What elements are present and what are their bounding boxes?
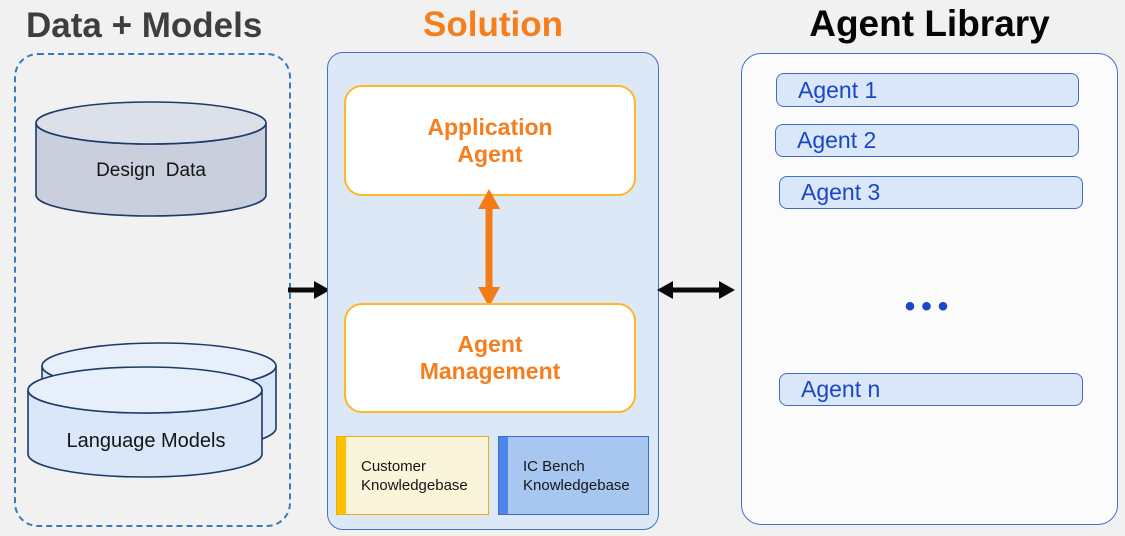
agent-3-item: Agent 3 bbox=[779, 176, 1083, 209]
design-data-label: Design Data bbox=[96, 160, 206, 181]
agent-2-item: Agent 2 bbox=[775, 124, 1079, 157]
customer-knowledgebase-label: Customer Knowledgebase bbox=[361, 457, 468, 494]
agent-n-item: Agent n bbox=[779, 373, 1083, 406]
double-arrow-horizontal-icon bbox=[657, 281, 735, 299]
application-agent-label: Application Agent bbox=[427, 113, 553, 167]
data-models-title: Data + Models bbox=[26, 6, 263, 45]
agent-1-item: Agent 1 bbox=[776, 73, 1079, 107]
ic-bench-knowledgebase-label: IC Bench Knowledgebase bbox=[523, 457, 630, 494]
solution-group: Application Agent Agent Management Custo… bbox=[327, 52, 659, 530]
ic-bench-knowledgebase-box: IC Bench Knowledgebase bbox=[498, 436, 649, 515]
agent-library-title: Agent Library bbox=[809, 3, 1050, 44]
agent-1-label: Agent 1 bbox=[798, 76, 878, 103]
right-arrow-icon bbox=[288, 281, 330, 299]
agent-2-label: Agent 2 bbox=[797, 127, 877, 153]
solution-title: Solution bbox=[423, 5, 563, 44]
application-agent-box: Application Agent bbox=[344, 85, 636, 196]
design-data-cylinder-icon bbox=[35, 101, 267, 217]
agent-n-label: Agent n bbox=[801, 376, 881, 402]
agent-3-label: Agent 3 bbox=[801, 179, 881, 205]
customer-knowledgebase-box: Customer Knowledgebase bbox=[336, 436, 489, 515]
double-arrow-vertical-icon bbox=[478, 189, 500, 307]
language-models-label: Language Models bbox=[66, 430, 226, 452]
ellipsis-icon: ••• bbox=[904, 290, 955, 323]
language-models-cylinders-icon bbox=[27, 342, 277, 478]
agent-management-box: Agent Management bbox=[344, 303, 636, 413]
agent-management-label: Agent Management bbox=[419, 331, 561, 384]
agent-library-group: Agent 1 Agent 2 Agent 3 ••• Agent n bbox=[741, 53, 1118, 525]
